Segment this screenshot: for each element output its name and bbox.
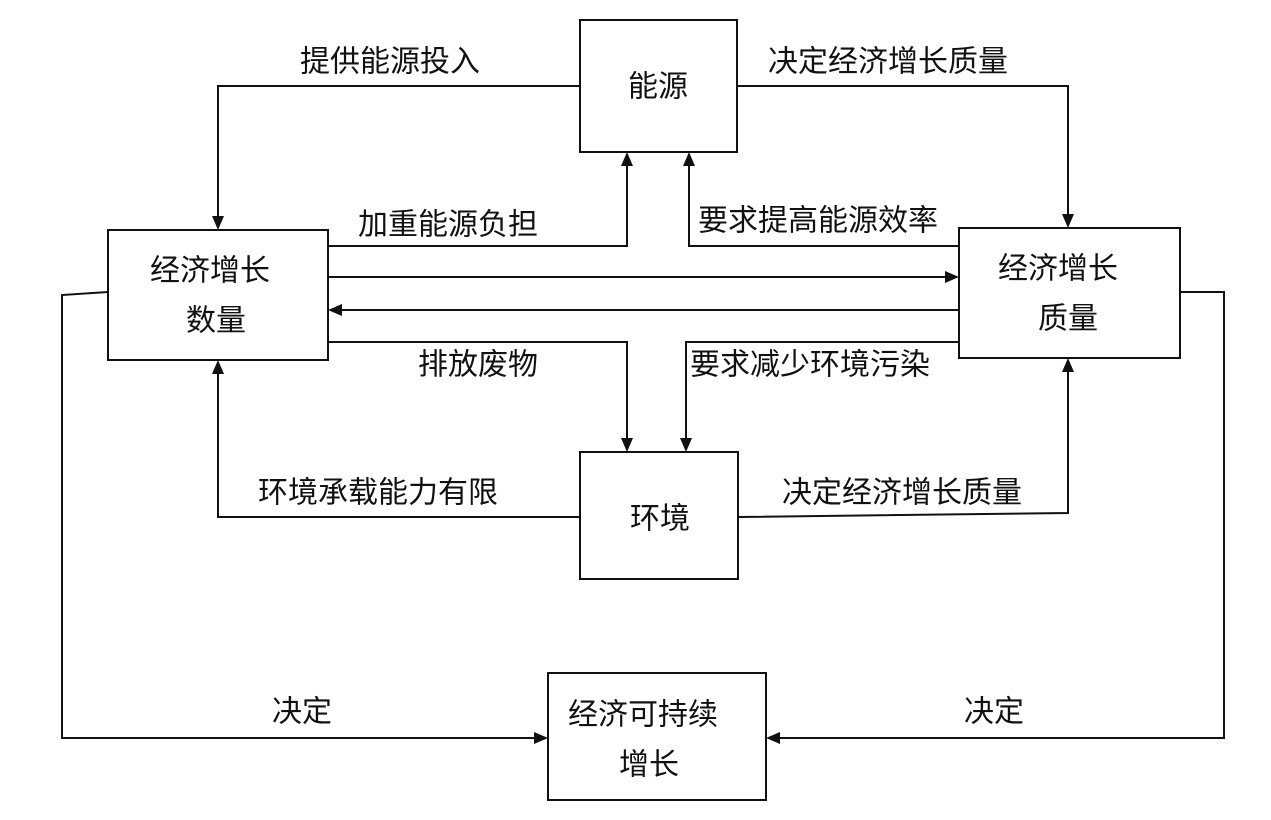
node-growth-quality-label-line1: 经济增长	[998, 252, 1118, 287]
node-growth-quantity: 经济增长 数量	[107, 229, 329, 361]
edge-label-energy-to-quantity: 提供能源投入	[300, 45, 480, 80]
edge-energy-to-quantity	[217, 85, 580, 218]
arrowhead-quantity-to-energy	[621, 152, 633, 166]
node-environment-box	[579, 451, 739, 580]
node-growth-quantity-label-line1: 经济增长	[150, 254, 270, 289]
arrowhead-environment-to-quantity	[212, 360, 224, 374]
node-growth-quality-box	[958, 227, 1181, 359]
edge-label-quality-to-energy: 要求提高能源效率	[698, 204, 938, 239]
edge-environment-to-quality	[737, 370, 1069, 518]
node-energy: 能源	[579, 19, 738, 153]
edge-quantity-to-energy	[328, 164, 628, 247]
edge-label-quantity-to-sustainable: 决定	[272, 695, 332, 730]
arrowhead-quality-to-quantity	[328, 304, 342, 316]
node-environment-label: 环境	[630, 502, 690, 537]
arrowhead-quantity-to-quality	[945, 271, 959, 283]
node-growth-quantity-box	[107, 229, 329, 361]
node-sustainable-growth-box	[547, 672, 767, 801]
node-growth-quality-label-line2: 质量	[1038, 302, 1098, 337]
arrowhead-energy-to-quantity	[212, 216, 224, 230]
node-energy-label: 能源	[628, 70, 688, 105]
arrowhead-quality-to-energy	[683, 152, 695, 166]
arrowhead-quantity-to-sustainable	[534, 732, 548, 744]
edge-label-environment-to-quality: 决定经济增长质量	[782, 476, 1022, 511]
edge-energy-to-quality	[737, 85, 1069, 216]
edge-quality-to-sustainable	[778, 291, 1225, 739]
node-growth-quantity-label-line2: 数量	[186, 304, 246, 339]
edge-label-quality-to-sustainable: 决定	[964, 695, 1024, 730]
edge-quantity-to-environment	[328, 341, 628, 440]
arrowhead-quality-to-environment	[680, 438, 692, 452]
edge-quantity-to-sustainable	[61, 291, 536, 739]
edge-environment-to-quantity	[217, 372, 580, 518]
arrowhead-environment-to-quality	[1062, 358, 1074, 372]
node-environment: 环境	[579, 451, 739, 580]
node-sustainable-growth: 经济可持续 增长	[547, 672, 767, 801]
edge-label-quantity-to-energy: 加重能源负担	[358, 208, 538, 243]
node-sustainable-growth-label-line1: 经济可持续	[568, 698, 718, 733]
arrowhead-energy-to-quality	[1062, 214, 1074, 228]
node-energy-box	[579, 19, 738, 153]
node-sustainable-growth-label-line2: 增长	[619, 748, 679, 783]
edge-label-quality-to-environment: 要求减少环境污染	[690, 348, 930, 383]
arrowhead-quality-to-sustainable	[766, 732, 780, 744]
node-growth-quality: 经济增长 质量	[958, 227, 1181, 359]
edge-quality-to-environment	[685, 341, 959, 440]
edge-label-environment-to-quantity: 环境承载能力有限	[258, 476, 498, 511]
edge-quality-to-energy	[688, 164, 959, 247]
arrowhead-quantity-to-environment	[621, 438, 633, 452]
edge-label-energy-to-quality: 决定经济增长质量	[768, 45, 1008, 80]
edge-label-quantity-to-environment: 排放废物	[418, 348, 538, 383]
